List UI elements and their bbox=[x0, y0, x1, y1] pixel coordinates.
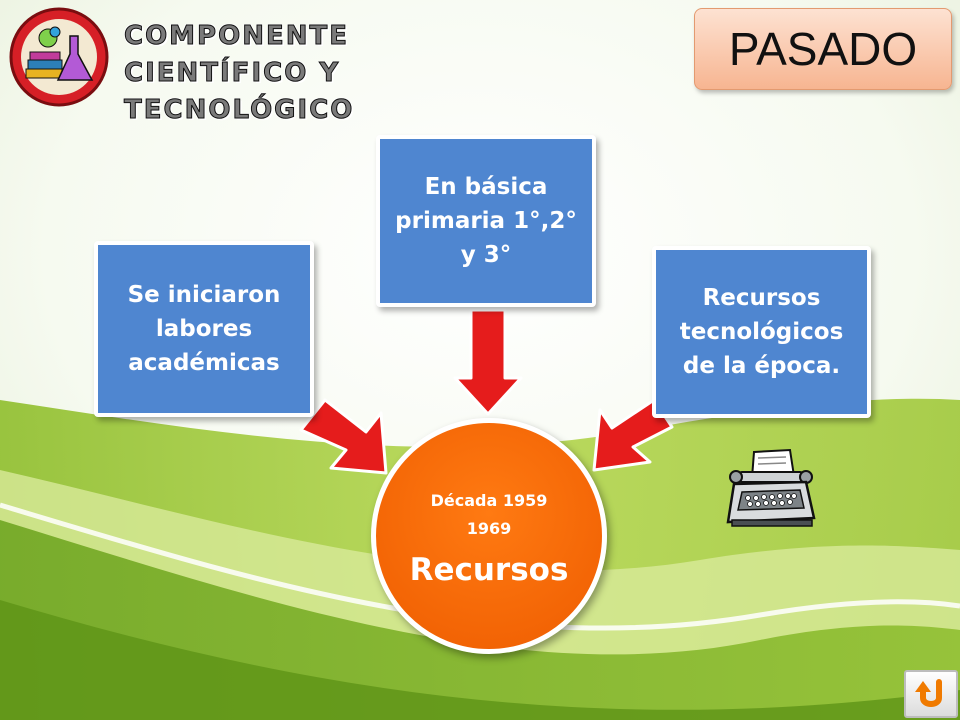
title-line-2: CIENTÍFICO Y bbox=[123, 58, 341, 89]
circle-subtitle-2: 1969 bbox=[466, 519, 512, 538]
arrow-down bbox=[453, 308, 523, 416]
circle-title: Recursos bbox=[409, 552, 569, 588]
return-arrow-icon bbox=[915, 679, 942, 707]
science-logo-icon bbox=[9, 7, 109, 107]
arrow-right-to-center bbox=[592, 398, 674, 472]
center-circle: Década 1959 1969 Recursos bbox=[371, 418, 607, 654]
return-button[interactable] bbox=[904, 670, 958, 718]
box-left: Se iniciaron labores académicas bbox=[94, 241, 314, 417]
circle-subtitle-1: Década 1959 bbox=[430, 491, 548, 510]
typewriter-icon bbox=[726, 448, 816, 527]
box-right: Recursos tecnológicos de la época. bbox=[652, 246, 871, 418]
period-tag: PASADO bbox=[694, 8, 952, 90]
arrow-left-to-center bbox=[299, 398, 388, 475]
title-line-1: COMPONENTE bbox=[123, 21, 349, 52]
section-title: COMPONENTE CIENTÍFICO Y TECNOLÓGICO bbox=[123, 18, 355, 129]
title-line-3: TECNOLÓGICO bbox=[123, 95, 355, 126]
box-center: En básica primaria 1°,2° y 3° bbox=[376, 135, 596, 307]
